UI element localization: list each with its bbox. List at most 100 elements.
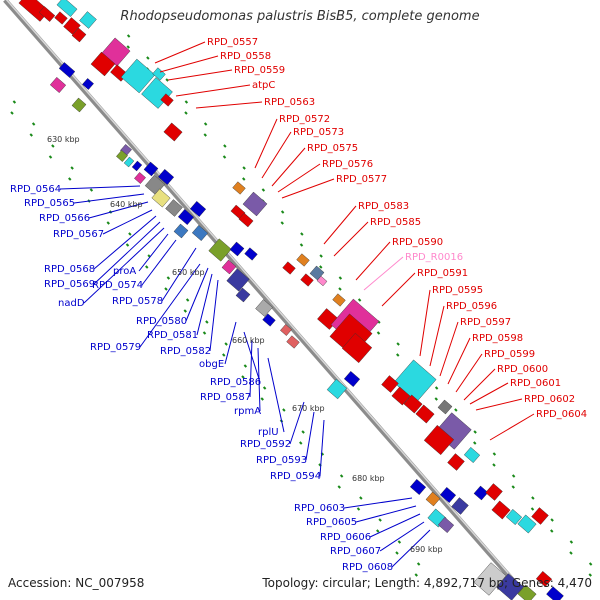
scale-tick (588, 562, 593, 566)
gene-feature (473, 562, 507, 596)
scale-tick (145, 265, 149, 269)
scale-label: 670 kbp (292, 404, 325, 413)
scale-tick (454, 408, 458, 412)
scale-tick (146, 56, 150, 60)
label-leader (455, 353, 483, 393)
gene-feature (242, 191, 268, 217)
gene-label-forward: RPD_0559 (234, 65, 285, 76)
gene-feature (531, 507, 549, 525)
scale-tick (70, 166, 74, 170)
scale-tick (68, 177, 72, 181)
gene-feature (134, 172, 146, 184)
gene-feature (131, 160, 143, 172)
gene-label-forward: RPD_0602 (524, 394, 575, 405)
scale-tick (338, 276, 343, 280)
gene-label-reverse: RPD_0607 (330, 546, 381, 557)
gene-feature (423, 424, 455, 456)
label-leader (159, 55, 219, 73)
label-leader (391, 529, 431, 568)
gene-feature (300, 273, 314, 287)
gene-feature (391, 386, 411, 406)
scale-tick (262, 386, 267, 390)
gene-label-reverse: obgE (199, 359, 224, 370)
gene-label-reverse: rpmA (234, 406, 261, 417)
gene-feature (177, 209, 195, 225)
scale-tick (511, 474, 516, 478)
scale-tick (282, 408, 286, 412)
label-leader (489, 413, 535, 441)
gene-feature (439, 487, 457, 503)
scale-tick (203, 122, 208, 126)
gene-feature (208, 238, 232, 262)
gene-feature (485, 483, 503, 501)
scale-tick (511, 485, 515, 489)
scale-tick (48, 155, 53, 159)
label-leader (379, 521, 425, 552)
gene-label-forward: RPD_0575 (307, 143, 358, 154)
gene-feature (232, 181, 246, 195)
gene-feature (79, 11, 97, 29)
scale-tick (569, 551, 573, 555)
gene-label-reverse: RPD_0603 (294, 503, 345, 514)
gene-label-forward: RPD_0573 (293, 127, 344, 138)
label-leader (209, 279, 219, 352)
label-leader (141, 239, 177, 286)
label-leader (196, 273, 213, 336)
gene-feature (381, 375, 399, 393)
scale-label: 680 kbp (352, 474, 385, 483)
gene-label-reverse: RPD_0580 (136, 316, 187, 327)
gene-label-forward: RPD_0591 (417, 268, 468, 279)
gene-feature (90, 51, 116, 77)
scale-tick (531, 496, 535, 500)
label-leader (277, 163, 321, 193)
gene-label-reverse: RPD_0567 (53, 229, 104, 240)
scale-tick (299, 243, 304, 247)
scale-tick (300, 232, 304, 236)
gene-feature (326, 378, 348, 400)
gene-label-reverse: rplU (258, 427, 279, 438)
label-leader (475, 398, 523, 411)
gene-feature (286, 335, 300, 349)
feature-track (18, 0, 564, 600)
gene-feature (343, 371, 361, 387)
gene-label-forward: RPD_0558 (220, 51, 271, 62)
gene-label-forward: RPD_0599 (484, 349, 535, 360)
scale-tick (12, 100, 17, 104)
label-leader (319, 419, 325, 477)
scale-tick (395, 551, 399, 555)
scale-tick (550, 518, 554, 522)
gene-label-forward: atpC (252, 80, 275, 91)
gene-label-reverse: RPD_0566 (39, 213, 90, 224)
gene-label-forward: RPD_0601 (510, 378, 561, 389)
scale-tick (166, 276, 171, 280)
scale-tick (338, 287, 342, 291)
scale-tick (185, 298, 190, 302)
gene-label-reverse: RPD_0587 (200, 392, 251, 403)
label-leader (355, 241, 391, 281)
scale-tick (299, 441, 303, 445)
label-leader (249, 339, 253, 398)
scale-tick (339, 474, 344, 478)
scale-label: 660 kbp (232, 336, 265, 345)
label-leader (243, 331, 261, 383)
gene-labels: RPD_0557RPD_0558RPD_0559atpCRPD_0563RPD_… (10, 37, 587, 573)
gene-label-forward: RPD_0590 (392, 237, 443, 248)
scale-tick (530, 507, 535, 511)
scale-tick (106, 221, 110, 225)
gene-label-reverse: proA (113, 266, 136, 277)
gene-feature (447, 453, 465, 471)
gene-feature (437, 399, 453, 415)
label-leader (305, 411, 315, 461)
label-leader (83, 227, 165, 304)
label-leaders (59, 41, 535, 568)
gene-label-forward: RPD_0600 (497, 364, 548, 375)
scale-tick (359, 496, 363, 500)
gene-feature (143, 161, 159, 177)
label-leader (88, 201, 149, 219)
gene-label-forward: RPD_0577 (336, 174, 387, 185)
scale-tick (89, 188, 94, 192)
gene-feature (235, 287, 251, 303)
gene-feature (496, 573, 524, 600)
genome-backbone-highlight (5, 0, 531, 599)
